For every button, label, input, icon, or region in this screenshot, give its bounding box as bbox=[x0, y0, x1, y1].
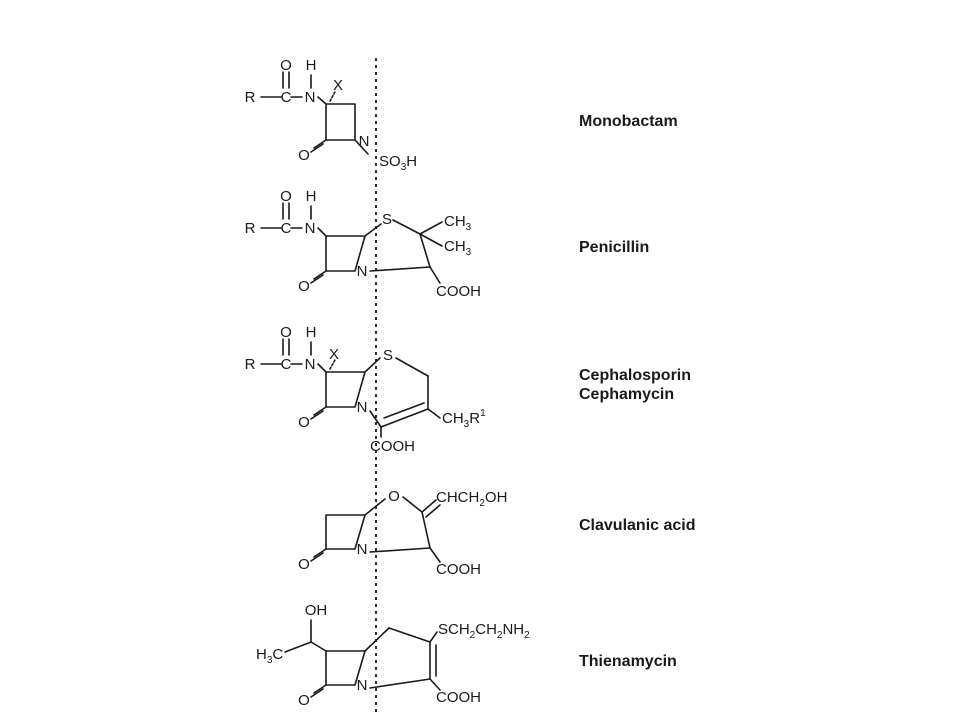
monobactam-h-top: H bbox=[306, 57, 317, 74]
clavulanic-acid-bonds bbox=[310, 496, 441, 563]
thienamycin-h3c: H3C bbox=[256, 646, 283, 666]
thienamycin-cooh: COOH bbox=[436, 689, 481, 706]
monobactam-r: R bbox=[245, 89, 256, 106]
monobactam-n-amide: N bbox=[305, 89, 316, 106]
clavulanic-cooh: COOH bbox=[436, 561, 481, 578]
cephalosporin-s: S bbox=[383, 347, 393, 364]
monobactam-structure: O H R C N X O N SO3H bbox=[245, 57, 418, 173]
penicillin-structure: O H R C N S CH3 CH3 O N COOH bbox=[245, 188, 481, 300]
thienamycin-bonds bbox=[284, 619, 441, 698]
cephalosporin-c: C bbox=[281, 356, 292, 373]
monobactam-n-ring: N bbox=[359, 133, 370, 150]
thienamycin-oh: OH bbox=[305, 602, 328, 619]
clavulanic-acid-structure: O CHCH2OH O N COOH bbox=[298, 488, 507, 578]
penicillin-ch3-lower: CH3 bbox=[444, 238, 472, 258]
cephalosporin-n-ring: N bbox=[357, 399, 368, 416]
clavulanic-o-ring: O bbox=[298, 556, 310, 573]
cephalosporin-bonds bbox=[260, 338, 441, 438]
penicillin-o-top: O bbox=[280, 188, 292, 205]
cephalosporin-x: X bbox=[329, 346, 339, 363]
label-clavulanic-acid: Clavulanic acid bbox=[579, 517, 696, 534]
label-cephamycin: Cephamycin bbox=[579, 386, 674, 403]
thienamycin-n-ring: N bbox=[357, 677, 368, 694]
label-penicillin: Penicillin bbox=[579, 239, 649, 256]
cephalosporin-cooh: COOH bbox=[370, 438, 415, 455]
penicillin-o-ring: O bbox=[298, 278, 310, 295]
penicillin-cooh: COOH bbox=[436, 283, 481, 300]
cephalosporin-o-top: O bbox=[280, 324, 292, 341]
cephalosporin-structure: O H R C N X S O N CH3R1 COOH bbox=[245, 324, 487, 455]
cephalosporin-h-top: H bbox=[306, 324, 317, 341]
penicillin-bonds bbox=[260, 202, 443, 284]
label-cephalosporin: Cephalosporin bbox=[579, 367, 691, 384]
monobactam-x: X bbox=[333, 77, 343, 94]
thienamycin-structure: OH H3C SCH2CH2NH2 O N COOH bbox=[256, 602, 530, 709]
clavulanic-n-ring: N bbox=[357, 541, 368, 558]
penicillin-n-amide: N bbox=[305, 220, 316, 237]
penicillin-ch3-upper: CH3 bbox=[444, 213, 472, 233]
label-thienamycin: Thienamycin bbox=[579, 653, 677, 670]
monobactam-o-top: O bbox=[280, 57, 292, 74]
penicillin-s: S bbox=[382, 211, 392, 228]
cephalosporin-ch3r1: CH3R1 bbox=[442, 408, 486, 430]
monobactam-o-ring: O bbox=[298, 147, 310, 164]
label-monobactam: Monobactam bbox=[579, 113, 678, 130]
monobactam-so3h: SO3H bbox=[379, 153, 417, 173]
cephalosporin-r: R bbox=[245, 356, 256, 373]
monobactam-c: C bbox=[281, 89, 292, 106]
penicillin-c: C bbox=[281, 220, 292, 237]
clavulanic-chch2oh: CHCH2OH bbox=[436, 489, 507, 509]
penicillin-h-top: H bbox=[306, 188, 317, 205]
cephalosporin-o-ring: O bbox=[298, 414, 310, 431]
thienamycin-o-ring: O bbox=[298, 692, 310, 709]
monobactam-bonds bbox=[260, 71, 369, 155]
thienamycin-sch2ch2nh2: SCH2CH2NH2 bbox=[438, 621, 530, 641]
clavulanic-o-ring5: O bbox=[388, 488, 400, 505]
penicillin-r: R bbox=[245, 220, 256, 237]
penicillin-n-ring: N bbox=[357, 263, 368, 280]
cephalosporin-n-amide: N bbox=[305, 356, 316, 373]
